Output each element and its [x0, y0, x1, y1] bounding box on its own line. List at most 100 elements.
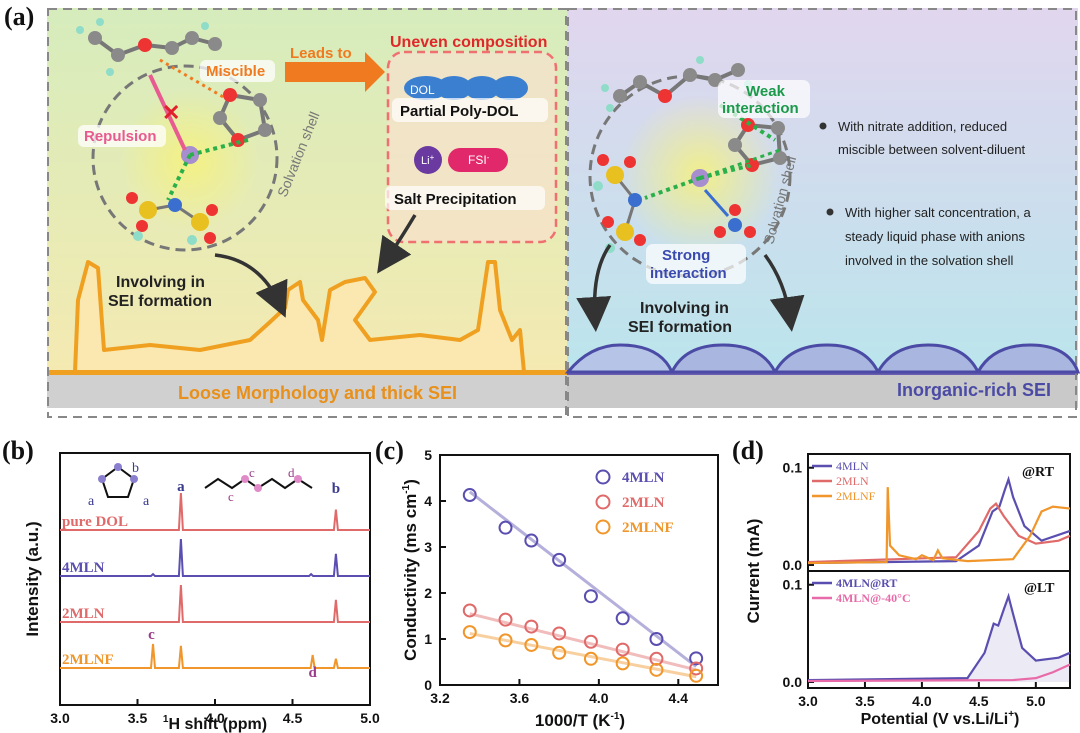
nmr-series-label-2: 2MLN — [62, 606, 105, 622]
cond-ytick-label-5: 5 — [424, 447, 432, 463]
lsv-trace-0-0 — [807, 475, 1071, 565]
cond-point-2-0 — [462, 625, 477, 640]
miscible-label: Miscible — [206, 63, 265, 80]
dol-molecule-right — [728, 118, 787, 172]
nmr-peak-label-2: c — [148, 627, 155, 643]
nmr-series-label-1: 4MLN — [62, 560, 105, 576]
cond-point-1-7 — [689, 661, 704, 676]
lsv-trace-0-1 — [807, 502, 1071, 564]
cond-point-1-2 — [524, 619, 539, 634]
cond-point-2-5 — [615, 656, 630, 671]
lsv-ytick-label-0-1: 0.1 — [783, 460, 803, 476]
bullet2-line3: involved in the solvation shell — [845, 253, 1013, 268]
cond-point-2-7 — [689, 668, 704, 683]
panel-label-a: (a) — [4, 2, 35, 31]
cond-point-0-5 — [615, 611, 630, 626]
involving-right-line1: Involving in — [640, 300, 729, 317]
right-caption: Inorganic-rich SEI — [897, 380, 1051, 400]
ether-struct-c2: c — [228, 489, 234, 504]
nmr-xtick-label-3: 4.5 — [283, 710, 303, 726]
lsv-xtick-label-3: 4.5 — [969, 693, 989, 709]
cond-point-1-4 — [583, 634, 598, 649]
left-dashed-frame — [47, 8, 567, 418]
lsv-xtick-label-1: 3.5 — [855, 693, 875, 709]
cond-fit-2 — [469, 632, 697, 679]
strong-interaction-line1: Strong — [662, 247, 710, 264]
panel-label-b: (b) — [2, 436, 34, 465]
cond-point-0-0 — [462, 488, 477, 503]
panel-label-c: (c) — [375, 436, 404, 465]
bullet-dot-1 — [819, 122, 827, 130]
cond-ytick-label-3: 3 — [424, 539, 432, 555]
weak-interaction-line2: interaction — [722, 100, 799, 117]
cond-xtick-label-0: 3.2 — [430, 690, 450, 706]
cond-ytick-label-1: 1 — [424, 631, 432, 647]
cond-fit-1 — [469, 612, 697, 672]
cond-ytick-label-0: 0 — [424, 677, 432, 693]
cond-legend-label-0: 4MLN — [622, 470, 665, 486]
leads-to-arrow — [285, 52, 385, 92]
left-caption: Loose Morphology and thick SEI — [178, 383, 457, 403]
salt-precipitation-label: Salt Precipitation — [394, 191, 517, 208]
bullet1-line2: miscible between solvent-diluent — [838, 142, 1026, 157]
nmr-series-label-0: pure DOL — [62, 514, 128, 530]
cond-legend-label-2: 2MLNF — [622, 520, 674, 536]
cond-ytick-label-2: 2 — [424, 585, 432, 601]
lsv-legend-label-1-0: 4MLN@RT — [836, 576, 897, 590]
substrate-right — [567, 373, 1078, 408]
fsi-tag: FSI- — [468, 153, 490, 167]
dol-struct-a2: a — [143, 494, 150, 509]
lsv-legend-label-0-2: 2MLNF — [836, 489, 876, 503]
solvation-shell-left — [91, 64, 279, 252]
nmr-xtick-label-0: 3.0 — [50, 710, 70, 726]
cond-point-0-6 — [649, 632, 664, 646]
bullet1-line1: With nitrate addition, reduced — [838, 119, 1007, 134]
cond-point-2-2 — [524, 637, 539, 652]
cond-point-2-1 — [498, 633, 513, 648]
nmr-xtick-label-4: 5.0 — [360, 710, 380, 726]
partial-poly-dol-label: Partial Poly-DOL — [400, 103, 518, 120]
lsv-xtick-label-0: 3.0 — [798, 693, 818, 709]
dol-tag: DOL — [410, 83, 435, 97]
lsv-trace-1-0 — [807, 592, 1071, 682]
lsv-ytick-label-1-1: 0.1 — [783, 577, 803, 593]
dol-struct-b: b — [132, 461, 139, 476]
nmr-trace-0 — [60, 492, 370, 531]
bullet2-line2: steady liquid phase with anions — [845, 229, 1025, 244]
cond-point-2-4 — [583, 651, 598, 666]
right-dashed-frame — [567, 8, 1077, 418]
cond-point-2-3 — [552, 645, 567, 660]
inorganic-sei-domes — [564, 343, 1080, 374]
cond-legend-marker-2 — [595, 519, 611, 535]
nmr-peak-label-3: d — [308, 665, 317, 681]
poly-dol-chain — [404, 76, 528, 100]
nmr-xtick-label-2: 4.0 — [205, 710, 225, 726]
involving-left-line2: SEI formation — [108, 293, 212, 310]
cond-xtick-label-2: 4.0 — [589, 690, 609, 706]
involving-right-line2: SEI formation — [628, 319, 732, 336]
lsv-lt-tag: @LT — [1024, 581, 1055, 596]
nmr-trace-1 — [60, 538, 370, 577]
lsv-rt-tag: @RT — [1022, 465, 1055, 480]
cond-ytick-label-4: 4 — [424, 493, 432, 509]
conductivity-ylabel: Conductivity (ms cm-1) — [401, 479, 420, 661]
bullet-dot-2 — [826, 208, 834, 216]
lsv-legend-label-0-0: 4MLN — [836, 459, 869, 473]
nitrate-anion — [714, 204, 756, 238]
dol-structure — [100, 465, 136, 498]
cond-legend-marker-1 — [595, 494, 611, 510]
lsv-xtick-label-2: 4.0 — [912, 693, 932, 709]
lsv-legend-label-1-1: 4MLN@-40°C — [836, 591, 911, 605]
uneven-composition-title: Uneven composition — [390, 34, 547, 51]
cond-point-0-2 — [524, 533, 539, 548]
ether-struct-c1: c — [249, 465, 255, 480]
loose-sei-morphology — [73, 260, 526, 374]
cond-point-0-1 — [498, 520, 513, 535]
lsv-xtick-label-4: 5.0 — [1026, 693, 1046, 709]
lsv-xlabel: Potential (V vs.Li/Li+) — [861, 709, 1020, 728]
weak-interaction-line1: Weak — [746, 83, 786, 100]
substrate-left — [47, 373, 567, 408]
li-tag: Li+ — [421, 153, 435, 167]
